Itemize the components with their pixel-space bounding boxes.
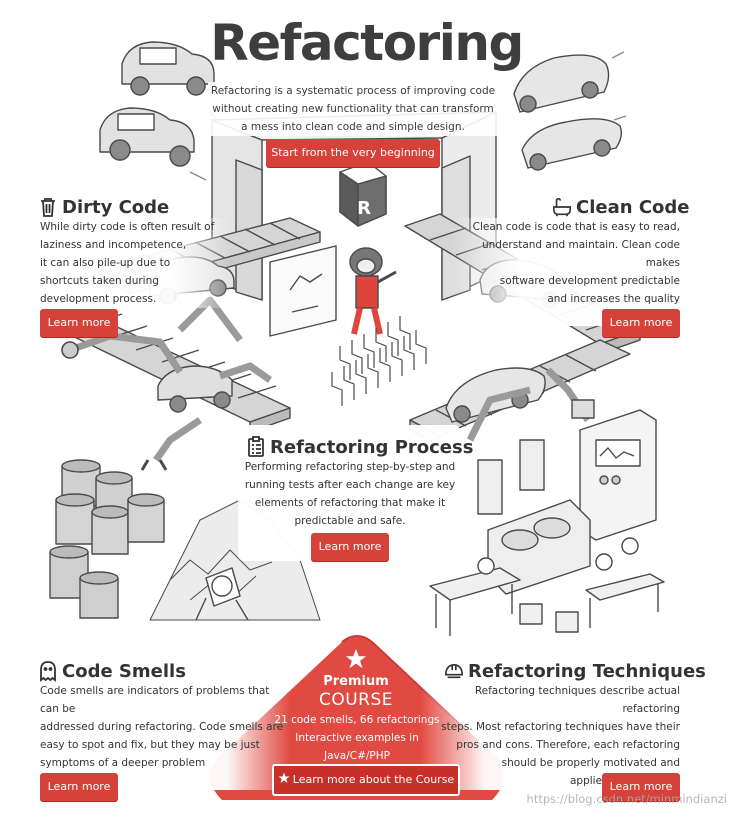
dirty-code-description: While dirty code is often result of lazi… (40, 218, 230, 308)
clipboard-icon (248, 436, 264, 457)
dirty-code-learn-more-button[interactable]: Learn more (40, 309, 118, 337)
refactoring-techniques-learn-more-button[interactable]: Learn more (602, 773, 680, 801)
star-icon (345, 648, 367, 669)
modern-car-1 (513, 54, 610, 113)
course-feature-line: Interactive examples in (295, 732, 419, 744)
clean-code-heading[interactable]: Clean Code (552, 196, 689, 218)
gate-logo-letter: R (357, 198, 371, 219)
refactoring-techniques-description: Refactoring techniques describe actual r… (420, 682, 680, 790)
refactoring-techniques-line: should be properly motivated and (501, 757, 680, 769)
refactoring-process-line: running tests after each change are key (244, 479, 456, 491)
clean-code-learn-more-button[interactable]: Learn more (602, 309, 680, 337)
dirty-code-line: shortcuts taken during (40, 275, 159, 287)
code-smells-line: Code smells are indicators of problems t… (40, 685, 270, 715)
code-smells-heading[interactable]: Code Smells (38, 660, 186, 682)
vintage-car-2 (99, 107, 195, 167)
trash-icon (41, 198, 55, 217)
code-smells-line: easy to spot and fix, but they may be ju… (40, 739, 260, 751)
hero-description: Refactoring is a systematic process of i… (208, 82, 498, 136)
clean-code-description: Clean code is code that is easy to read,… (452, 218, 680, 326)
workbench-left (429, 557, 521, 636)
clean-code-title: Clean Code (576, 196, 690, 218)
code-smells-learn-more-button[interactable]: Learn more (40, 773, 118, 801)
refactoring-techniques-line: pros and cons. Therefore, each refactori… (456, 739, 680, 751)
clean-code-line: makes (645, 257, 680, 269)
raccoon-presenter (349, 247, 397, 335)
vintage-car-1 (121, 41, 215, 96)
refactoring-techniques-line: steps. Most refactoring techniques have … (441, 721, 680, 733)
workbench-right (585, 537, 665, 628)
course-premium-label: Premium (323, 674, 389, 689)
page-title: Refactoring (210, 14, 524, 72)
helmet-icon (444, 663, 464, 679)
course-label: COURSE (318, 690, 394, 710)
stressed-character (195, 567, 249, 621)
course-feature-line: Java/C#/PHP (324, 750, 390, 762)
refactoring-process-line: elements of refactoring that make it (254, 497, 446, 509)
robot-arm-left (61, 296, 273, 383)
clean-code-line: Clean code is code that is easy to read, (472, 221, 680, 233)
refactoring-techniques-line: Refactoring techniques describe actual r… (474, 685, 680, 715)
whiteboard (269, 245, 337, 337)
dirty-code-line: development process. (40, 293, 157, 305)
learn-more-about-course-button[interactable]: Learn more about the Course (272, 764, 460, 796)
dirty-code-title: Dirty Code (62, 196, 170, 218)
refactoring-process-heading[interactable]: Refactoring Process (246, 436, 473, 458)
control-panel (579, 409, 657, 541)
refactoring-techniques-heading[interactable]: Refactoring Techniques (444, 660, 706, 682)
clean-code-line: and increases the quality (547, 293, 680, 305)
refactoring-process-title: Refactoring Process (270, 436, 474, 458)
audience-chairs (331, 316, 427, 406)
course-button-label: Learn more about the Course (292, 773, 455, 786)
barrel-machine (487, 499, 591, 595)
robot-arm-right (466, 367, 595, 515)
code-smells-title: Code Smells (62, 660, 186, 682)
start-from-beginning-button[interactable]: Start from the very beginning (266, 139, 440, 167)
ghost-icon (40, 661, 56, 682)
code-smells-line: symptoms of a deeper problem (40, 757, 206, 769)
clean-code-line: software development predictable (499, 275, 680, 287)
dirty-code-line: laziness and incompetence, (40, 239, 187, 251)
boxes (519, 603, 579, 633)
clean-code-line: understand and maintain. Clean code (481, 239, 680, 251)
dirty-code-line: While dirty code is often result of (40, 221, 215, 233)
star-icon (278, 772, 290, 783)
watermark: https://blog.csdn.net/minmindianzi (526, 792, 727, 806)
refactoring-process-learn-more-button[interactable]: Learn more (311, 533, 389, 561)
refactoring-process-line: Performing refactoring step-by-step and (244, 461, 456, 473)
trash-can-pile (49, 459, 165, 619)
dirty-code-line: it can also pile-up due to (40, 257, 171, 269)
refactoring-process-line: predictable and safe. (294, 515, 406, 527)
code-smells-line: addressed during refactoring. Code smell… (40, 721, 284, 733)
course-feature-line: 21 code smells, 66 refactorings (274, 714, 440, 726)
refactoring-techniques-title: Refactoring Techniques (468, 660, 706, 682)
robot-claw (140, 417, 202, 471)
modern-car-2 (521, 118, 623, 171)
dirty-code-heading[interactable]: Dirty Code (38, 196, 169, 218)
car-on-conveyor-left-lower (157, 365, 233, 413)
bathtub-icon (553, 197, 571, 217)
refactoring-process-description: Performing refactoring step-by-step and … (244, 458, 456, 530)
